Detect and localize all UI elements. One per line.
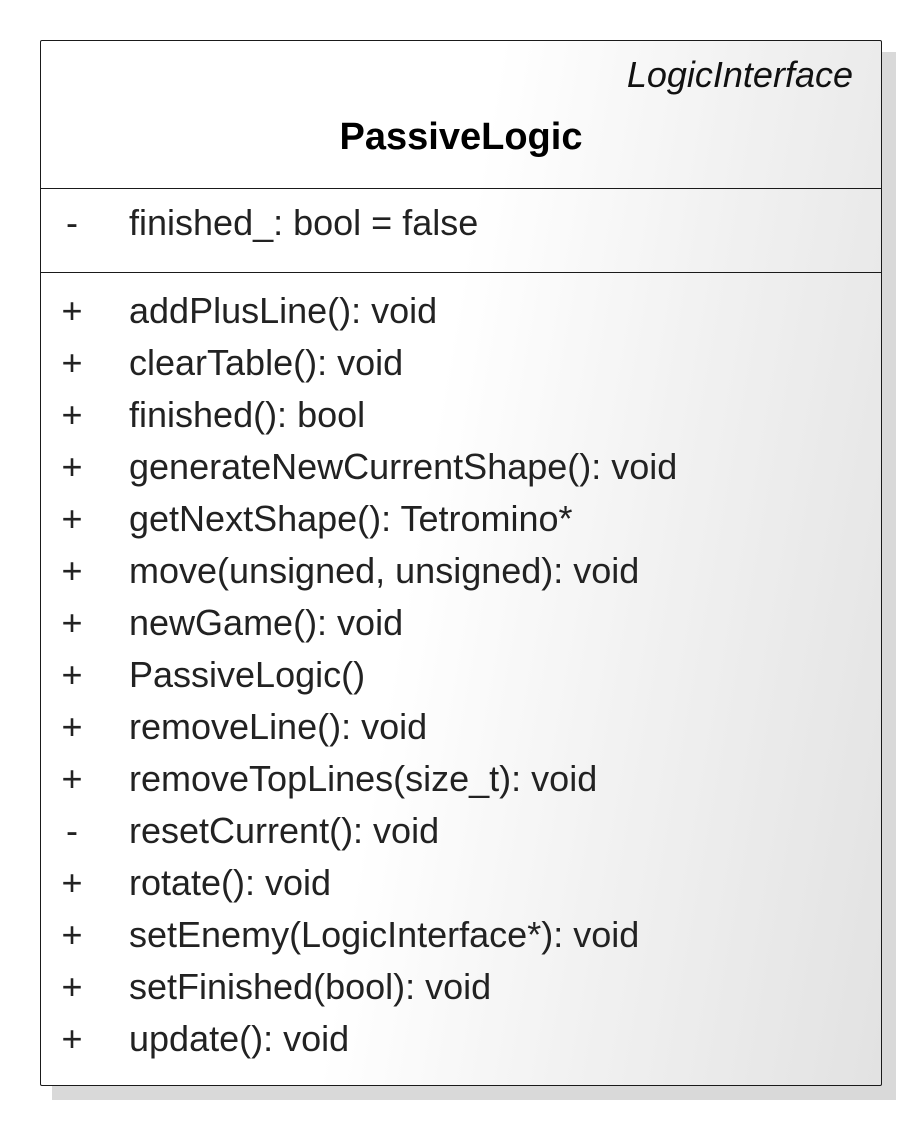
- visibility-marker: +: [61, 394, 83, 435]
- visibility-marker: +: [61, 342, 83, 383]
- operation-row[interactable]: + rotate(): void: [41, 862, 881, 914]
- class-name: PassiveLogic: [339, 116, 583, 158]
- operation-signature: PassiveLogic(): [129, 654, 366, 695]
- operation-signature: update(): void: [129, 1018, 350, 1059]
- operation-row[interactable]: + generateNewCurrentShape(): void: [41, 446, 881, 498]
- visibility-marker: +: [61, 602, 83, 643]
- visibility-marker: +: [61, 758, 83, 799]
- visibility-marker: +: [61, 1018, 83, 1059]
- operation-row[interactable]: + getNextShape(): Tetromino*: [41, 498, 881, 550]
- class-stereotype: LogicInterface: [626, 54, 853, 95]
- operation-signature: resetCurrent(): void: [129, 810, 440, 851]
- operation-row[interactable]: + move(unsigned, unsigned): void: [41, 550, 881, 602]
- attributes-compartment: - finished_: bool = false: [41, 188, 881, 273]
- visibility-marker: +: [61, 862, 83, 903]
- operation-signature: rotate(): void: [129, 862, 332, 903]
- operation-row[interactable]: + finished(): bool: [41, 394, 881, 446]
- operation-signature: setEnemy(LogicInterface*): void: [129, 914, 640, 955]
- operation-row[interactable]: + setFinished(bool): void: [41, 966, 881, 1018]
- operation-row[interactable]: + removeTopLines(size_t): void: [41, 758, 881, 810]
- visibility-marker: +: [61, 654, 83, 695]
- visibility-marker: -: [66, 810, 78, 851]
- visibility-marker: -: [66, 202, 78, 243]
- visibility-marker: +: [61, 446, 83, 487]
- visibility-marker: +: [61, 290, 83, 331]
- visibility-marker: +: [61, 706, 83, 747]
- operation-signature: newGame(): void: [129, 602, 404, 643]
- operation-signature: removeTopLines(size_t): void: [129, 758, 598, 799]
- operation-signature: removeLine(): void: [129, 706, 428, 747]
- visibility-marker: +: [61, 498, 83, 539]
- operation-row[interactable]: + removeLine(): void: [41, 706, 881, 758]
- operation-signature: setFinished(bool): void: [129, 966, 492, 1007]
- attribute-signature: finished_: bool = false: [129, 202, 479, 243]
- operation-row[interactable]: + update(): void: [41, 1018, 881, 1070]
- attribute-row[interactable]: - finished_: bool = false: [41, 202, 881, 254]
- operation-signature: generateNewCurrentShape(): void: [129, 446, 678, 487]
- operation-signature: move(unsigned, unsigned): void: [129, 550, 640, 591]
- visibility-marker: +: [61, 550, 83, 591]
- visibility-marker: +: [61, 914, 83, 955]
- operation-row[interactable]: + newGame(): void: [41, 602, 881, 654]
- operation-row[interactable]: + setEnemy(LogicInterface*): void: [41, 914, 881, 966]
- operation-row[interactable]: + addPlusLine(): void: [41, 290, 881, 342]
- class-header: LogicInterface PassiveLogic: [41, 41, 881, 189]
- operation-signature: getNextShape(): Tetromino*: [129, 498, 573, 539]
- operation-row[interactable]: + clearTable(): void: [41, 342, 881, 394]
- operation-row[interactable]: - resetCurrent(): void: [41, 810, 881, 862]
- operation-signature: addPlusLine(): void: [129, 290, 438, 331]
- operation-signature: finished(): bool: [129, 394, 366, 435]
- visibility-marker: +: [61, 966, 83, 1007]
- operation-row[interactable]: + PassiveLogic(): [41, 654, 881, 706]
- uml-class-passivelogic[interactable]: LogicInterface PassiveLogic - finished_:…: [40, 40, 882, 1086]
- operation-signature: clearTable(): void: [129, 342, 404, 383]
